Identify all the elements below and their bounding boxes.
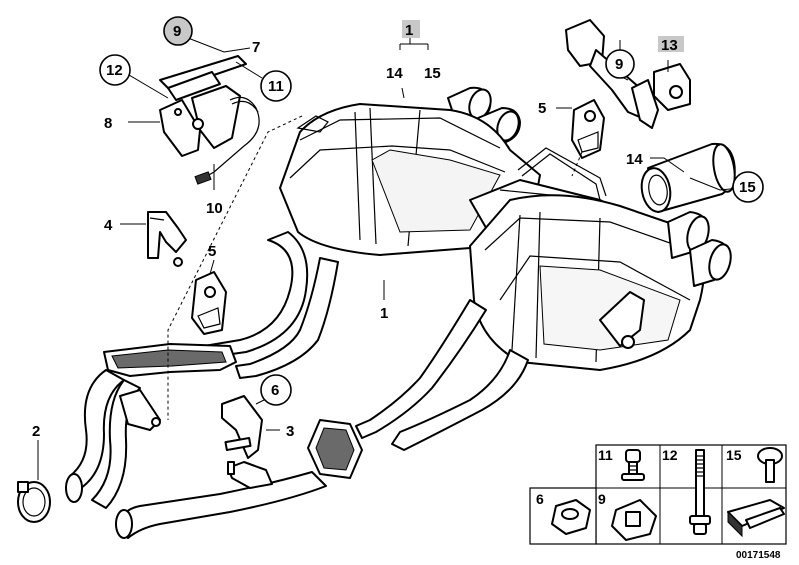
- bracket-13-assembly: [565, 19, 691, 129]
- callout-13: 13: [661, 37, 678, 54]
- bracket-lower-mid: [227, 461, 273, 489]
- callout-14-group: 14: [386, 65, 403, 82]
- callout-11-circle: [260, 70, 292, 102]
- callout-12-circle: [99, 54, 131, 86]
- tailpipes-lower: [667, 211, 732, 287]
- callout-9-right: 9: [615, 56, 623, 73]
- callout-15-right: 15: [739, 179, 756, 196]
- hardware-table: 11 12 15 6 9: [529, 444, 787, 545]
- callout-5-left: 5: [208, 243, 216, 260]
- callout-4: 4: [104, 217, 113, 234]
- exhaust-pipes: [65, 231, 529, 539]
- callout-13-highlight: [658, 36, 684, 52]
- long-bolt-12-icon: [689, 449, 711, 535]
- table-label-15: 15: [726, 447, 742, 463]
- callout-12: 12: [106, 62, 123, 79]
- table-label-6: 6: [536, 491, 544, 507]
- callout-15-right-circle: [732, 171, 764, 203]
- callout-5-top: 5: [538, 100, 546, 117]
- callout-7: 7: [252, 39, 260, 56]
- square-nut-9-icon: [611, 499, 657, 541]
- hex-nut-6-icon: [551, 499, 591, 535]
- bracket-4: [147, 211, 187, 267]
- tailpipe-trim: [640, 142, 736, 213]
- callout-14-right: 14: [626, 151, 643, 168]
- callout-9-top: 9: [173, 23, 181, 40]
- callout-2: 2: [32, 423, 40, 440]
- hanger-bracket-assembly: [159, 55, 260, 185]
- callout-3: 3: [286, 423, 294, 440]
- rivet-15-icon: [757, 447, 783, 483]
- callout-labels: 1 14 15 1 9 7 12 11 8 10 4 5 5 9 13 14 1…: [32, 16, 764, 440]
- clamp-2: [17, 481, 51, 523]
- callout-8: 8: [104, 115, 112, 132]
- rear-silencer: [279, 86, 732, 371]
- callout-6-circle: [260, 374, 292, 406]
- clamp-bracket-3: [221, 395, 263, 459]
- callout-1-under: 1: [380, 305, 388, 322]
- document-id: 00171548: [736, 550, 781, 561]
- wedge-icon: [727, 499, 785, 538]
- table-label-9: 9: [598, 491, 606, 507]
- rubber-mount-5-left: [191, 271, 227, 335]
- callout-1: 1: [405, 22, 413, 39]
- callout-15-group: 15: [424, 65, 441, 82]
- callout-9-right-circle: [605, 49, 635, 79]
- callout-6: 6: [271, 382, 279, 399]
- callout-10: 10: [206, 200, 223, 217]
- rubber-mount-5-top: [571, 99, 605, 159]
- callout-9-top-circle: [163, 16, 193, 46]
- callout-11: 11: [268, 78, 284, 95]
- table-label-12: 12: [662, 447, 678, 463]
- bolt-11-icon: [621, 449, 645, 481]
- table-label-11: 11: [598, 447, 613, 463]
- callout-1-highlight: [402, 20, 420, 38]
